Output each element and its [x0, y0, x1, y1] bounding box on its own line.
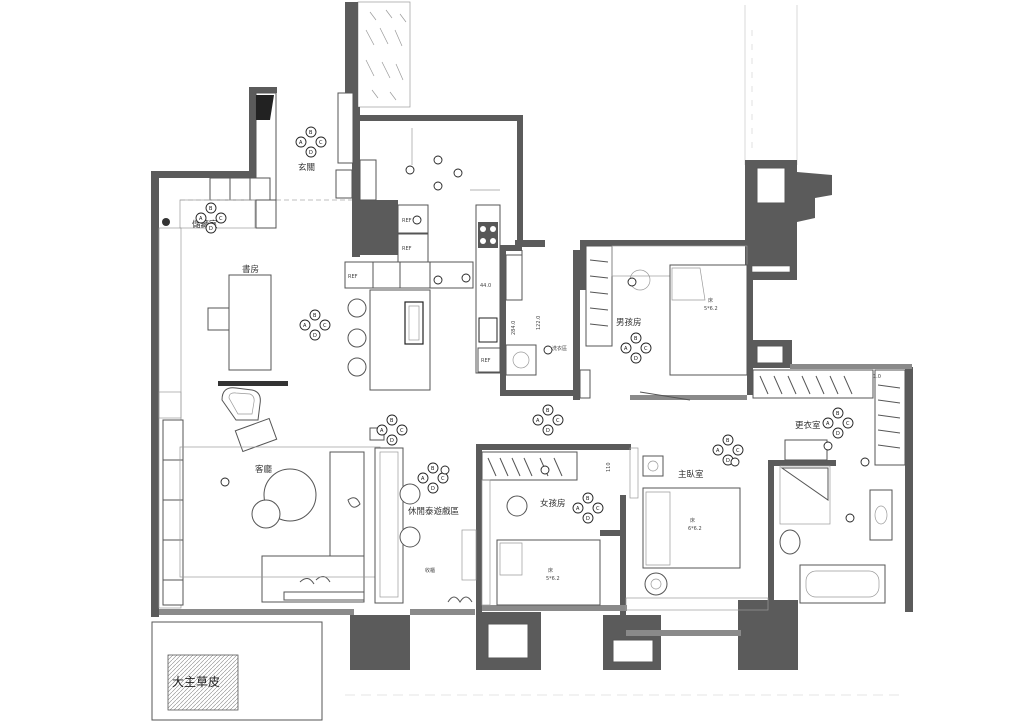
svg-text:C: C — [846, 421, 850, 427]
svg-text:D: D — [431, 486, 435, 492]
svg-text:D: D — [634, 356, 638, 362]
svg-text:C: C — [219, 216, 223, 222]
entrance-label: 玄關 — [298, 162, 315, 173]
exterior-walls — [151, 87, 913, 670]
boys-room-label: 男孩房 — [616, 317, 642, 328]
svg-text:A: A — [299, 140, 303, 146]
svg-text:C: C — [556, 418, 560, 424]
small-dim-label: 1.0 — [873, 374, 881, 380]
laundry-area: 284.0 122.0 洗衣區 — [505, 254, 567, 376]
svg-text:B: B — [309, 130, 313, 136]
svg-text:A: A — [199, 216, 203, 222]
svg-text:B: B — [836, 411, 840, 417]
svg-text:C: C — [319, 140, 323, 146]
elevation-marker: A B C D — [620, 332, 652, 364]
svg-text:D: D — [313, 333, 317, 339]
elevation-marker: A B C D — [822, 407, 854, 439]
svg-text:B: B — [209, 206, 213, 212]
elevation-markers: A B C D A B C D A B C D A B C D — [195, 126, 854, 524]
bed-size-master: 6*6.2 — [688, 526, 702, 532]
closet-label: 更衣室 — [795, 420, 821, 431]
living-label: 客廳 — [255, 464, 273, 475]
ref-label-4: REF — [481, 358, 491, 364]
ref-label-2: REF — [402, 246, 412, 252]
elevation-marker: A B C D — [417, 462, 449, 494]
balcony: 大主草皮 — [151, 621, 323, 721]
svg-text:A: A — [576, 506, 580, 512]
svg-text:C: C — [644, 346, 648, 352]
elevation-marker: A B C D — [299, 309, 331, 341]
leisure-label: 休閒泰遊戲區 — [408, 506, 459, 517]
bed-label-girls: 床 — [548, 567, 553, 574]
dim-label-110: 110 — [606, 462, 612, 472]
garden-strip — [345, 1, 411, 120]
svg-text:D: D — [836, 431, 840, 437]
svg-text:B: B — [634, 336, 638, 342]
girls-room: 床 5*6.2 女孩房 — [461, 451, 601, 606]
elevation-marker: A B C D — [295, 126, 327, 158]
cabinet-label: 收櫃 — [425, 567, 435, 574]
girls-room-label: 女孩房 — [540, 498, 566, 509]
bed-label-master: 床 — [690, 517, 695, 524]
reference-lines — [744, 5, 798, 165]
elevation-marker: A B C D — [532, 404, 564, 436]
dim-label-1220: 122.0 — [536, 316, 542, 330]
svg-text:A: A — [303, 323, 307, 329]
svg-text:B: B — [726, 438, 730, 444]
study: 書房 — [158, 227, 288, 609]
ref-label-1: REF — [402, 218, 412, 224]
svg-text:D: D — [209, 226, 213, 232]
svg-text:B: B — [586, 496, 590, 502]
svg-text:A: A — [380, 428, 384, 434]
svg-text:D: D — [546, 428, 550, 434]
entrance-area: 玄關 儲藏室 — [162, 92, 500, 230]
svg-text:C: C — [441, 476, 445, 482]
walk-in-closet: 更衣室 1.0 — [752, 369, 906, 604]
svg-text:D: D — [309, 150, 313, 156]
storage-label: 儲藏室 — [192, 219, 218, 230]
svg-text:C: C — [400, 428, 404, 434]
dim-label-440: 44.0 — [480, 283, 491, 289]
svg-text:B: B — [431, 466, 435, 472]
svg-text:A: A — [624, 346, 628, 352]
svg-text:D: D — [390, 438, 394, 444]
boys-room: 床 5*6.2 男孩房 — [579, 245, 748, 401]
svg-text:B: B — [546, 408, 550, 414]
study-label: 書房 — [242, 264, 259, 275]
svg-text:C: C — [596, 506, 600, 512]
svg-text:B: B — [390, 418, 394, 424]
svg-text:A: A — [716, 448, 720, 454]
bed-size-girls: 5*6.2 — [546, 576, 560, 582]
svg-text:D: D — [586, 516, 590, 522]
balcony-label: 大主草皮 — [172, 675, 220, 689]
master-bedroom: 主臥室 床 6*6.2 110 — [606, 447, 769, 611]
elevation-marker: A B C D — [572, 492, 604, 524]
svg-text:A: A — [826, 421, 830, 427]
master-bedroom-label: 主臥室 — [678, 469, 704, 480]
svg-text:D: D — [726, 458, 730, 464]
laundry-label: 洗衣區 — [552, 345, 567, 352]
bed-label-boys: 床 — [708, 297, 713, 304]
svg-text:A: A — [536, 418, 540, 424]
view-direction-markers — [220, 155, 870, 523]
kitchen: REF REF REF 44.0 REF — [344, 204, 523, 391]
living-room: 客廳 休閒泰遊戲區 收櫃 — [179, 387, 473, 604]
svg-text:C: C — [323, 323, 327, 329]
svg-text:B: B — [313, 313, 317, 319]
elevation-marker: A B C D — [195, 202, 227, 234]
ref-label-3: REF — [348, 274, 358, 280]
svg-text:C: C — [736, 448, 740, 454]
svg-text:A: A — [421, 476, 425, 482]
elevation-marker: A B C D — [376, 414, 408, 446]
dim-label-2840: 284.0 — [511, 321, 517, 335]
bed-size-boys: 5*6.2 — [704, 306, 718, 312]
